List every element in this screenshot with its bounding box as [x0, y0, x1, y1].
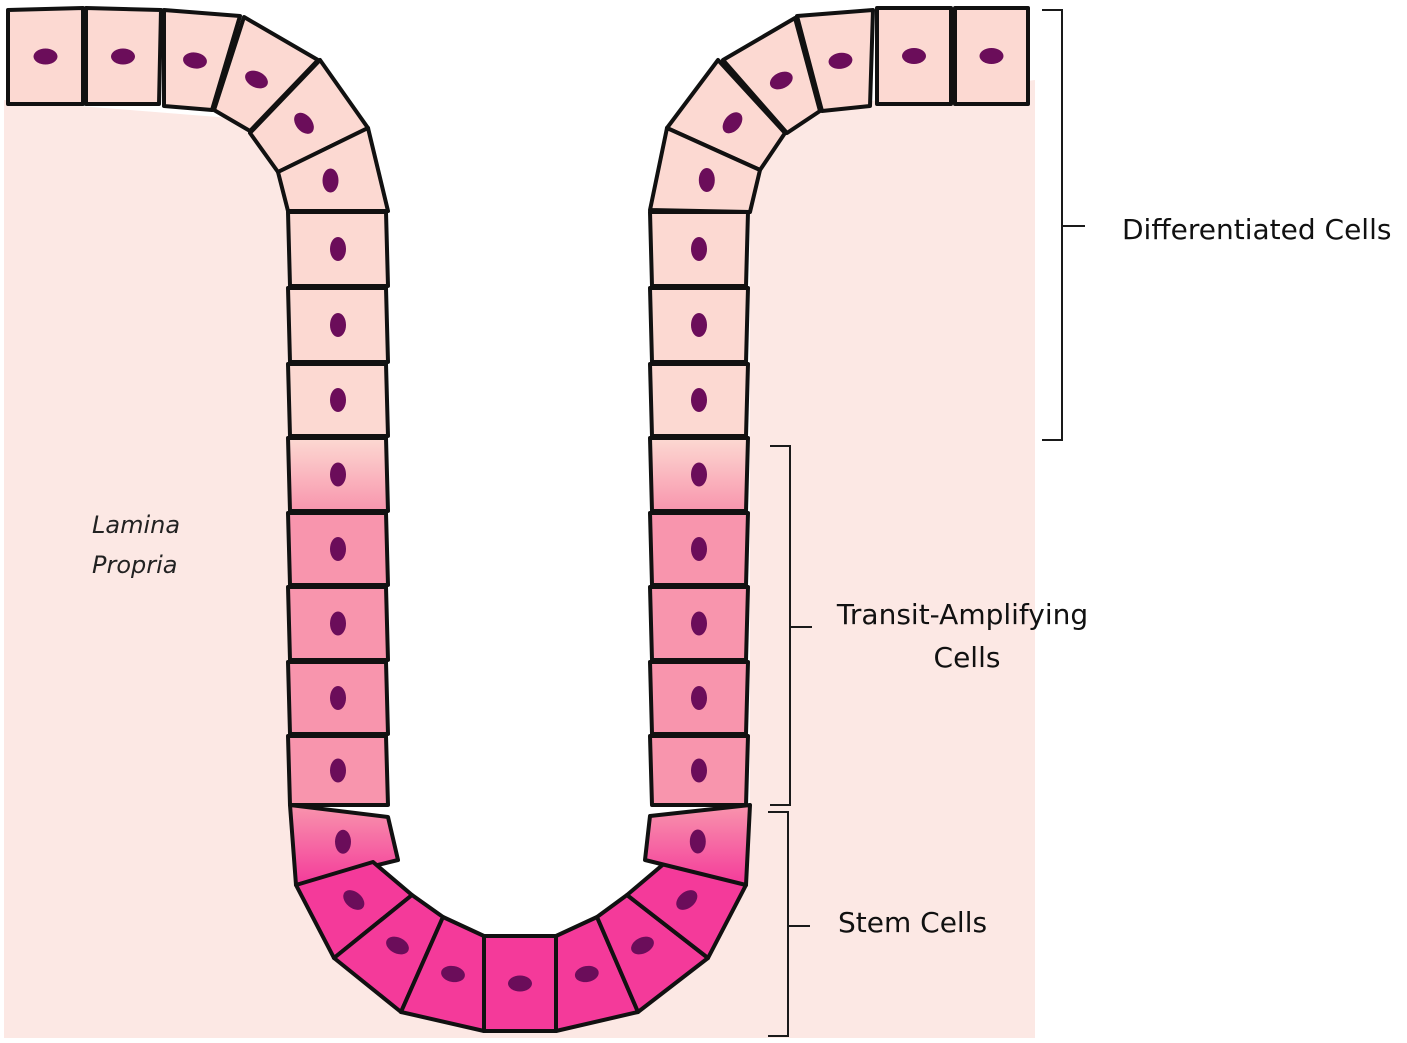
cell-nucleus — [294, 112, 314, 134]
cell-nucleus — [769, 71, 793, 90]
cell-nucleus — [343, 890, 365, 910]
cell-nucleus — [691, 537, 707, 561]
cell-nucleus — [691, 313, 707, 337]
stem-cells-label: Stem Cells — [838, 906, 987, 939]
differentiated-cells-bracket — [1042, 9, 1085, 441]
stem-cells-bracket — [768, 811, 810, 1037]
cell-nucleus — [691, 462, 707, 487]
cell-nucleus — [330, 388, 346, 412]
cell-nucleus — [330, 758, 346, 783]
cell-nucleus — [111, 48, 135, 65]
lamina-propria-label: Lamina Propria — [92, 511, 188, 579]
cell-nucleus — [698, 168, 715, 192]
cell-nucleus — [979, 48, 1004, 64]
cell-nucleus — [330, 237, 346, 261]
cell-nucleus — [322, 168, 339, 193]
cell-nucleus — [689, 829, 706, 854]
cell-nucleus — [330, 313, 346, 337]
cell-nucleus — [691, 237, 707, 261]
cell-nucleus — [330, 611, 346, 636]
cell-nucleus — [722, 112, 743, 134]
cell-nucleus — [386, 936, 409, 955]
cell-nucleus — [245, 70, 268, 89]
cell-nucleus — [183, 52, 207, 69]
transit-amplifying-label: Transit-Amplifying Cells — [836, 598, 1097, 674]
cell-nucleus — [441, 965, 465, 983]
cell-nucleus — [676, 890, 698, 910]
transit-amplifying-bracket — [770, 445, 812, 806]
cell-nucleus — [902, 48, 926, 64]
cell-nucleus — [33, 48, 58, 65]
lamina-propria-background — [4, 80, 1035, 1038]
cell-nucleus — [330, 686, 346, 710]
cell-nucleus — [330, 462, 346, 487]
cell-nucleus — [330, 537, 346, 561]
crypt-epithelium — [6, 6, 1030, 1033]
cell-nucleus — [828, 52, 853, 69]
differentiated-cells-label: Differentiated Cells — [1122, 213, 1391, 246]
surface-cell-right — [721, 16, 822, 135]
cell-nucleus — [691, 388, 707, 412]
cell-nucleus — [691, 686, 707, 710]
cell-nucleus — [335, 829, 351, 854]
cell-nucleus — [508, 975, 532, 992]
cell-nucleus — [631, 936, 654, 955]
cell-nucleus — [691, 758, 707, 783]
cell-nucleus — [574, 965, 599, 983]
cell-nucleus — [691, 611, 707, 636]
